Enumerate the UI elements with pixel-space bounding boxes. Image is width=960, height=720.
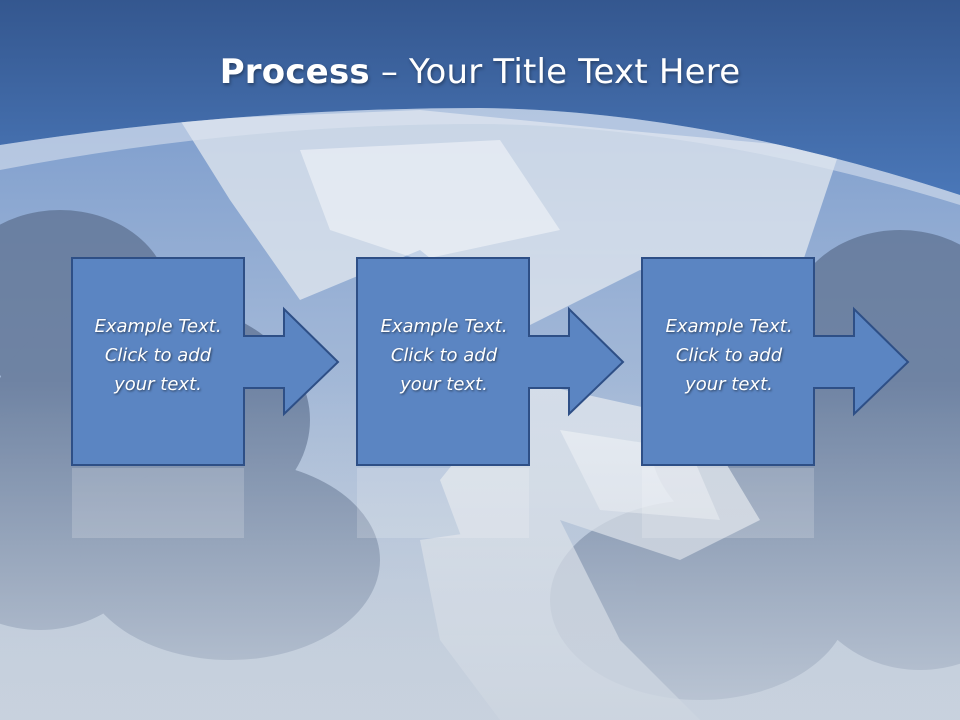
title-rest-text: – Your Title Text Here bbox=[369, 52, 741, 92]
process-step-1-text[interactable]: Example Text. Click to add your text. bbox=[72, 312, 244, 399]
step-2-line-3: your text. bbox=[400, 374, 488, 395]
title-bold-text: Process bbox=[219, 52, 370, 92]
step-1-line-3: your text. bbox=[114, 374, 202, 395]
step-3-line-3: your text. bbox=[685, 374, 773, 395]
process-step-1-shape[interactable] bbox=[71, 257, 340, 466]
process-step-3-shape[interactable] bbox=[641, 257, 910, 466]
step-3-line-2: Click to add bbox=[675, 345, 783, 366]
process-step-3-text[interactable]: Example Text. Click to add your text. bbox=[643, 312, 815, 399]
step-2-line-2: Click to add bbox=[390, 345, 498, 366]
process-step-2-shape[interactable] bbox=[356, 257, 625, 466]
step-1-line-2: Click to add bbox=[104, 345, 212, 366]
slide-title[interactable]: Process – Your Title Text Here bbox=[0, 52, 960, 92]
process-step-2-text[interactable]: Example Text. Click to add your text. bbox=[358, 312, 530, 399]
step-1-line-1: Example Text. bbox=[94, 316, 222, 337]
step-3-line-1: Example Text. bbox=[665, 316, 793, 337]
step-2-line-1: Example Text. bbox=[380, 316, 508, 337]
